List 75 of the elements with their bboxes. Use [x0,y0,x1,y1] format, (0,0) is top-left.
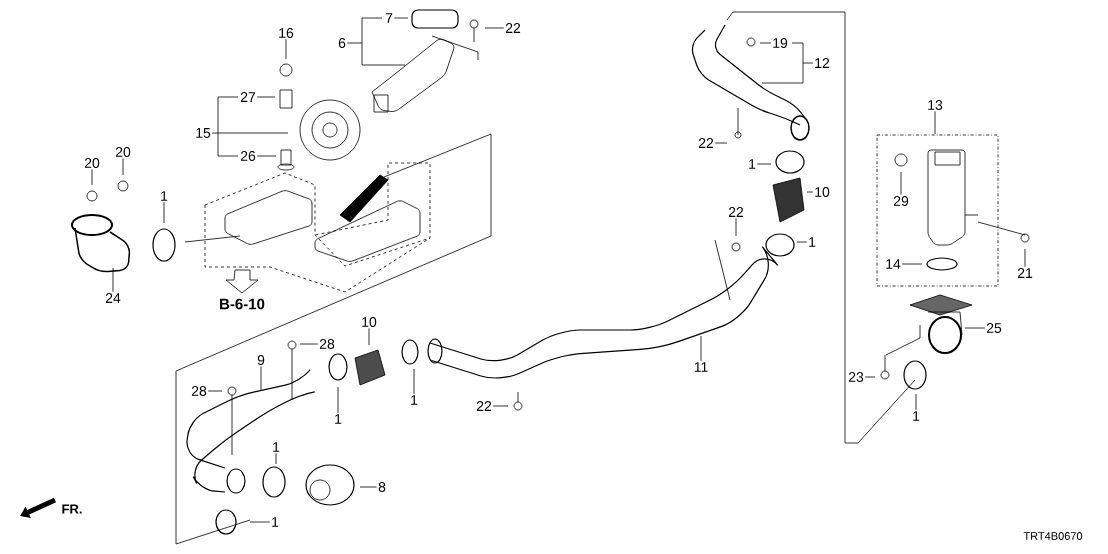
leader-line [256,96,276,98]
diagram-code: TRT4B0670 [1023,532,1083,540]
leader-line [700,335,702,362]
leader-line [915,393,917,411]
leader-line [285,38,287,60]
direction-label: FR. [62,504,82,514]
callout-number: 11 [694,362,708,372]
callout-number: 27 [240,92,256,102]
callout-number: 9 [257,355,265,365]
callout-number: 14 [886,259,901,269]
callout-number: 1 [913,411,920,421]
callout-number: 10 [362,317,377,327]
callout-number: 1 [161,191,168,201]
leader-line [761,42,814,84]
leader-line [211,96,289,157]
callout-number: 6 [338,38,346,48]
leader-line [864,376,876,378]
callout-number: 20 [115,147,131,157]
leader-line [901,263,923,265]
leader-line [256,155,277,157]
leader-line [900,171,902,196]
leader-line [934,110,936,135]
callout-number: 10 [815,187,830,197]
callout-number: 1 [273,442,280,452]
callout-number: 23 [848,372,864,382]
leader-line [759,42,772,44]
callout-number: 24 [105,293,121,303]
leader-line [393,17,409,19]
callout-number: 1 [411,395,418,405]
leader-line [275,452,277,465]
callout-number: 1 [749,159,756,169]
leader-line [122,157,124,176]
callout-number: 28 [319,339,335,349]
leader-line [359,486,378,488]
leader-line [346,17,406,66]
leader-line [735,217,737,237]
callout-number: 22 [698,138,714,148]
leader-line [1024,248,1026,268]
callout-number: 26 [240,151,256,161]
leader-line [964,327,986,329]
leader-line [112,267,114,293]
leader-line [207,390,223,392]
callout-number: 25 [986,323,1002,333]
callout-number: 22 [476,401,492,411]
callout-number: 7 [385,13,393,23]
leader-line [413,368,415,395]
callout-number: 1 [809,237,816,247]
callout-number: 28 [191,386,207,396]
callout-number: 15 [196,128,211,138]
leader-line [756,163,772,165]
callout-number: 19 [773,38,788,48]
leader-line [249,521,271,523]
leader-line [484,27,505,29]
callout-number: 16 [279,28,294,38]
callout-number: 13 [928,100,943,110]
callout-number: 21 [1017,268,1033,278]
leader-line [163,201,165,224]
callout-number: 1 [335,414,342,424]
callout-number: 12 [815,58,830,68]
leader-line [806,191,814,193]
callout-number: 22 [728,207,744,217]
leader-line [91,168,93,186]
leader-line [492,405,509,407]
leader-line [368,327,370,346]
leader-line [260,365,262,391]
callout-number: 1 [272,517,279,527]
callout-number: 20 [84,158,100,168]
callout-number: 8 [378,482,386,492]
leader-line [299,343,319,345]
leader-line [337,386,339,414]
callout-number: 22 [505,23,521,33]
leader-line [796,241,808,243]
label-text: B-6-10 [220,298,265,310]
leader-line [714,142,728,144]
callout-number: 29 [893,196,909,206]
